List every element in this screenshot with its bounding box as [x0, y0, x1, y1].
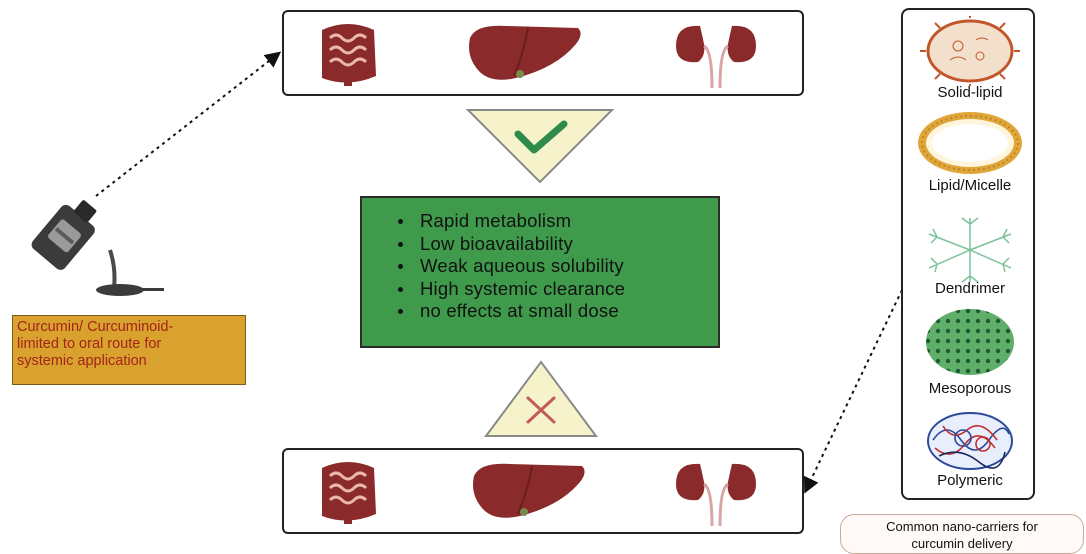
organs-box-bottom — [282, 448, 804, 534]
carrier-label-polymeric: Polymeric — [903, 472, 1037, 489]
solid-lipid-nanoparticle-icon — [920, 16, 1020, 86]
caption-line-2: curcumin delivery — [841, 535, 1083, 552]
arrow-to-bottom-organs — [806, 290, 902, 490]
kidney-icon — [670, 458, 762, 526]
check-triangle — [466, 108, 614, 184]
polymeric-nanoparticle-icon — [923, 410, 1017, 472]
carrier-label-lipid-micelle: Lipid/Micelle — [903, 177, 1037, 194]
carrier-label-solid-lipid: Solid-lipid — [903, 84, 1037, 101]
curcumin-label-line-1: Curcumin/ Curcuminoid- — [17, 319, 241, 336]
curcumin-label-line-3: systemic application — [17, 353, 241, 370]
dendrimer-icon — [919, 214, 1021, 286]
nano-carriers-panel: Solid-lipid Lipid/Micelle Dendrimer Meso… — [901, 8, 1035, 500]
limitation-item: Rapid metabolism — [420, 210, 718, 233]
carrier-label-dendrimer: Dendrimer — [903, 280, 1037, 297]
liver-icon — [470, 460, 590, 524]
curcumin-route-label: Curcumin/ Curcuminoid- limited to oral r… — [12, 315, 246, 385]
liver-icon — [466, 22, 586, 86]
caption-line-1: Common nano-carriers for — [841, 518, 1083, 535]
arrow-to-top-organs — [96, 54, 278, 196]
limitation-item: High systemic clearance — [420, 278, 718, 301]
mesoporous-particle-icon — [923, 306, 1017, 378]
nano-carriers-caption: Common nano-carriers for curcumin delive… — [840, 514, 1084, 554]
limitation-item: Weak aqueous solubility — [420, 255, 718, 278]
limitations-list: Rapid metabolism Low bioavailability Wea… — [362, 210, 718, 323]
intestine-icon — [312, 16, 384, 88]
limitation-item: Low bioavailability — [420, 233, 718, 256]
curcumin-label-line-2: limited to oral route for — [17, 336, 241, 353]
lipid-micelle-icon — [915, 110, 1025, 176]
kidney-icon — [670, 20, 762, 88]
limitations-box: Rapid metabolism Low bioavailability Wea… — [360, 196, 720, 348]
organs-box-top — [282, 10, 804, 96]
carrier-label-mesoporous: Mesoporous — [903, 380, 1037, 397]
intestine-icon — [312, 454, 384, 526]
medicine-bottle-icon — [24, 198, 164, 302]
limitation-item: no effects at small dose — [420, 300, 718, 323]
cross-triangle — [484, 360, 598, 438]
